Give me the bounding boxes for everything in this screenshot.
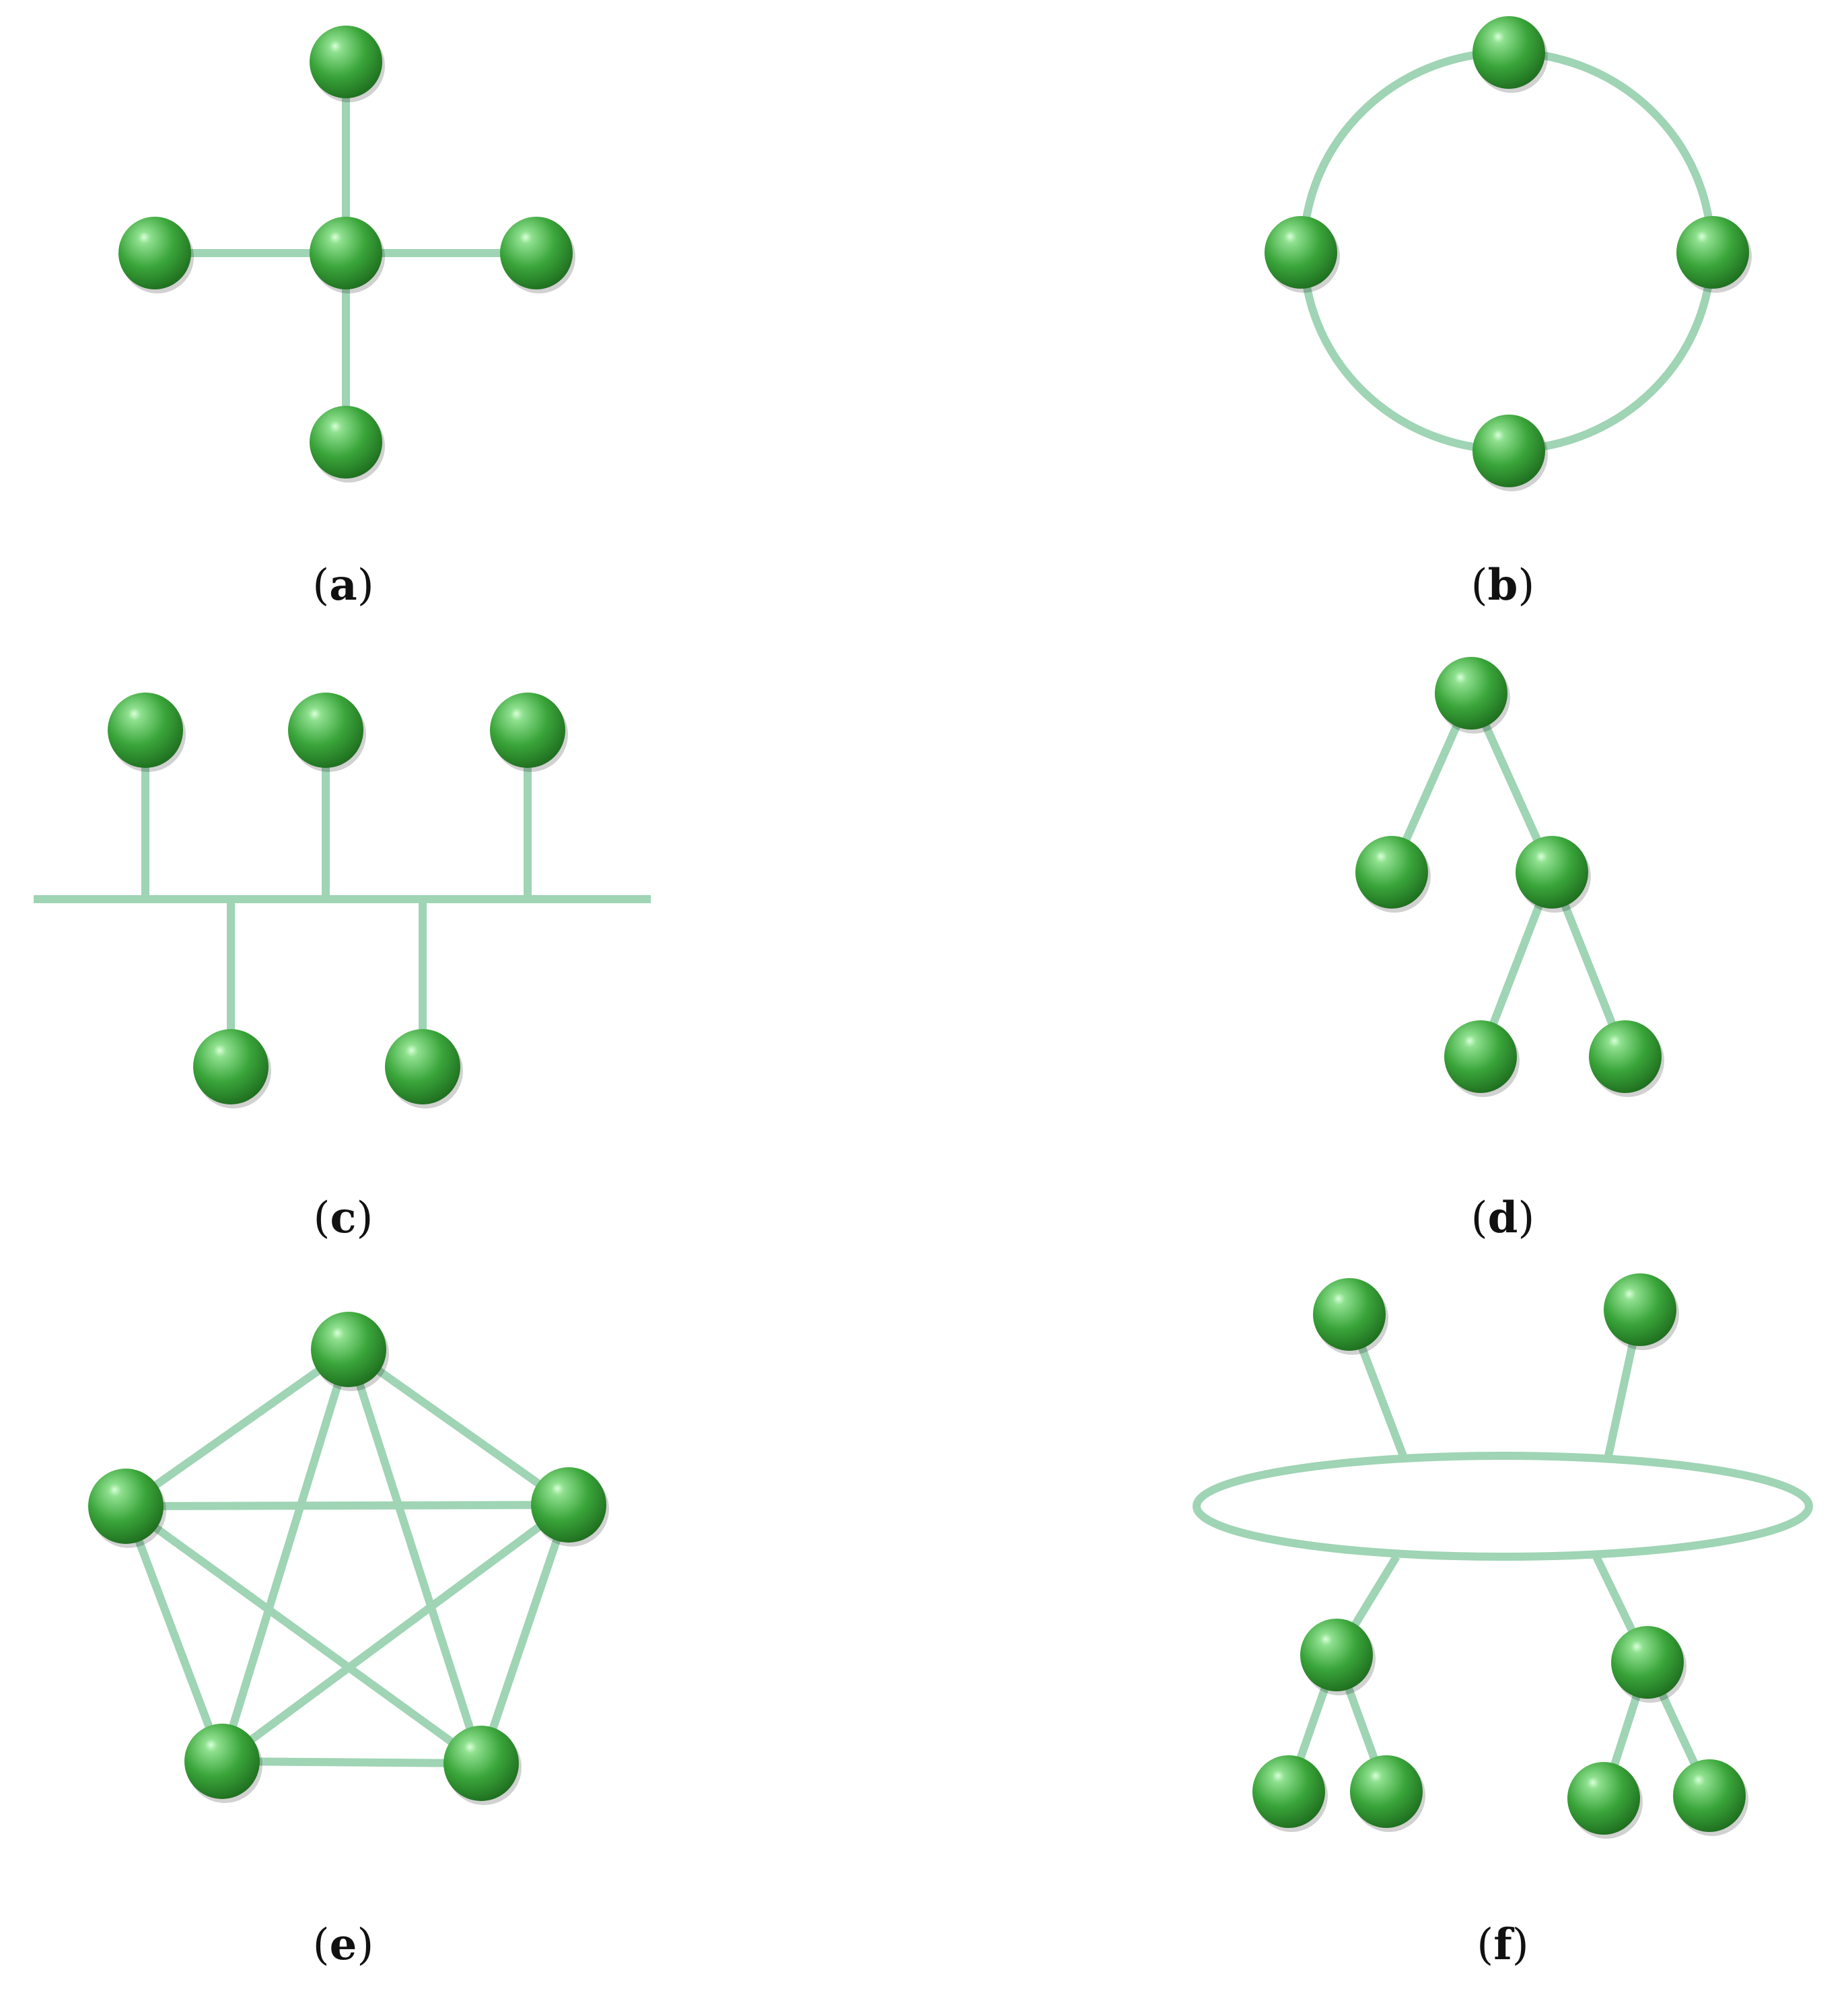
hybrid-node-mid-right <box>1611 1626 1686 1703</box>
caption-f: (f) <box>1477 1919 1529 1970</box>
star-leaf-node-2 <box>500 217 575 293</box>
hybrid-leaf-node-2 <box>1567 1762 1643 1839</box>
mesh-node-4-sphere <box>443 1726 519 1801</box>
hybrid-node-top-left-sphere <box>1313 1278 1386 1351</box>
tree-leaf-node-1-sphere <box>1589 1020 1662 1093</box>
tree-root-node <box>1435 657 1510 734</box>
hybrid-leaf-node-0 <box>1252 1755 1328 1832</box>
mesh-node-0-sphere <box>311 1312 386 1387</box>
hybrid-node-top-right <box>1604 1273 1679 1350</box>
ring-node-1 <box>1265 216 1340 293</box>
caption-b: (b) <box>1470 560 1535 610</box>
bus-node-bottom-0-sphere <box>193 1029 269 1104</box>
mesh-node-1-sphere <box>88 1469 164 1544</box>
mesh-edge-1 <box>346 1346 571 1508</box>
mesh-node-2 <box>531 1467 609 1547</box>
hybrid-leaf-node-3 <box>1673 1759 1748 1836</box>
hybrid-node-top-right-sphere <box>1604 1273 1676 1346</box>
bus-node-top-1-sphere <box>288 693 363 768</box>
tree-node-right <box>1516 836 1591 913</box>
star-hub-node <box>310 217 385 293</box>
hybrid-node-mid-right-sphere <box>1611 1626 1684 1699</box>
ring-node-3-sphere <box>1472 415 1545 487</box>
ring-edge <box>1300 48 1715 454</box>
ring-node-2-sphere <box>1676 216 1749 289</box>
hybrid-leaf-node-1-sphere <box>1350 1755 1423 1828</box>
bus-node-top-2-sphere <box>490 693 565 768</box>
bus-node-bottom-1-sphere <box>385 1029 460 1104</box>
ring-node-2 <box>1676 216 1752 293</box>
mesh-edge-7 <box>219 1502 571 1765</box>
hybrid-node-mid-left-sphere <box>1300 1619 1373 1691</box>
star-leaf-node-0 <box>310 26 385 102</box>
tree-node-right-sphere <box>1516 836 1588 909</box>
star-leaf-node-2-sphere <box>500 217 573 289</box>
mesh-node-1 <box>88 1469 166 1548</box>
ring-node-0 <box>1472 16 1548 93</box>
mesh-node-2-sphere <box>531 1467 606 1543</box>
hybrid-node-top-left <box>1313 1278 1388 1355</box>
mesh-node-3 <box>184 1724 262 1803</box>
tree-leaf-node-0-sphere <box>1444 1020 1517 1093</box>
star-leaf-node-3 <box>310 406 385 483</box>
tree-root-node-sphere <box>1435 657 1507 730</box>
mesh-edge-9 <box>221 1757 482 1767</box>
mesh-node-0 <box>311 1312 389 1391</box>
ring-node-3 <box>1472 415 1548 491</box>
hybrid-leaf-node-1 <box>1350 1755 1425 1832</box>
star-hub-node-sphere <box>310 217 382 289</box>
bus-node-top-1 <box>288 693 366 772</box>
bus-node-top-0-sphere <box>108 693 183 768</box>
caption-e: (e) <box>312 1919 374 1970</box>
star-leaf-node-3-sphere <box>310 406 382 479</box>
tree-leaf-node-1 <box>1589 1020 1664 1097</box>
star-leaf-node-1 <box>118 217 194 293</box>
tree-node-left-sphere <box>1355 836 1428 909</box>
caption-c: (c) <box>313 1193 374 1243</box>
caption-d: (d) <box>1470 1193 1535 1243</box>
star-leaf-node-1-sphere <box>118 217 191 289</box>
hybrid-leaf-node-2-sphere <box>1567 1762 1640 1835</box>
bus-node-top-2 <box>490 693 568 772</box>
mesh-edge-3 <box>345 1348 485 1765</box>
ring-node-0-sphere <box>1472 16 1545 89</box>
star-leaf-node-0-sphere <box>310 26 382 98</box>
mesh-edge-2 <box>218 1348 353 1763</box>
mesh-edge-4 <box>125 1501 569 1510</box>
mesh-edge-8 <box>477 1504 573 1765</box>
hybrid-leaf-node-0-sphere <box>1252 1755 1325 1828</box>
bus-node-top-0 <box>108 693 186 772</box>
mesh-node-4 <box>443 1726 522 1805</box>
hybrid-ring-edge <box>1193 1452 1813 1561</box>
tree-node-left <box>1355 836 1431 913</box>
tree-leaf-node-0 <box>1444 1020 1520 1097</box>
bus-node-bottom-0 <box>193 1029 271 1108</box>
mesh-node-3-sphere <box>184 1724 260 1799</box>
caption-a: (a) <box>312 560 374 610</box>
mesh-edge-5 <box>122 1504 226 1763</box>
mesh-edge-6 <box>123 1503 484 1767</box>
mesh-edge-0 <box>123 1346 351 1510</box>
bus-node-bottom-1 <box>385 1029 463 1108</box>
ring-node-1-sphere <box>1265 216 1337 289</box>
hybrid-node-mid-left <box>1300 1619 1376 1695</box>
hybrid-leaf-node-3-sphere <box>1673 1759 1746 1832</box>
